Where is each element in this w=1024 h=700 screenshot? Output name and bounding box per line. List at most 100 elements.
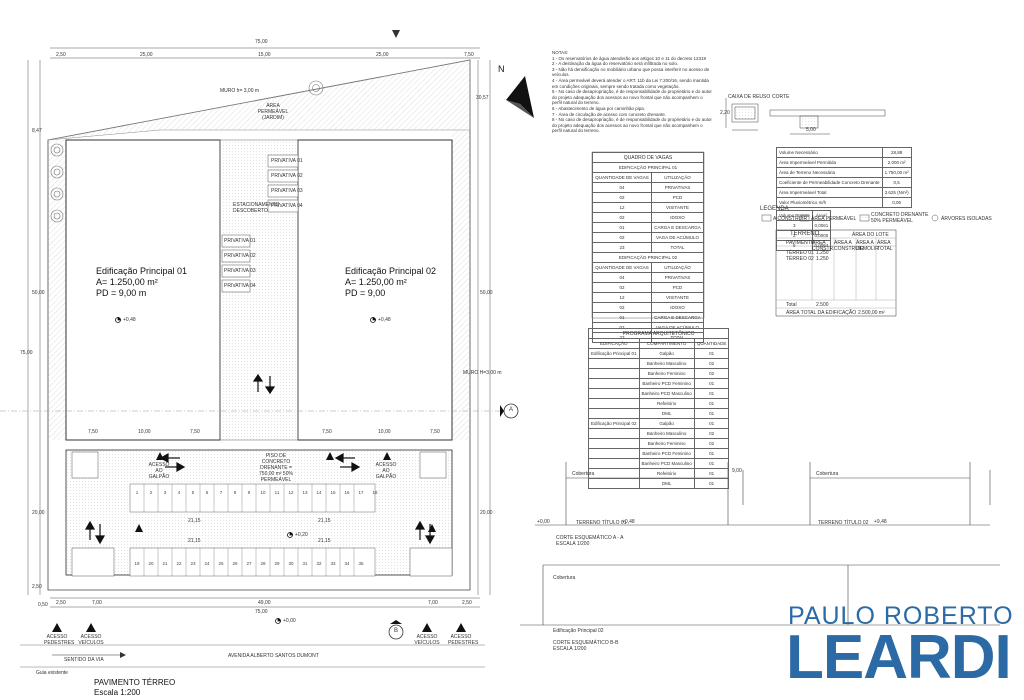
parking-number: 5 bbox=[192, 490, 195, 495]
quadro-vagas-table: QUADRO DE VAGAS EDIFICAÇÃO PRINCIPAL 01 … bbox=[592, 152, 705, 343]
guia-label: Guia existente bbox=[36, 670, 68, 676]
section-a-title: CORTE ESQUEMÁTICO A - A bbox=[556, 535, 624, 541]
dim-top-5: 7,50 bbox=[464, 52, 474, 58]
dim-left-6: 0,50 bbox=[38, 602, 48, 608]
parking-number: 2 bbox=[150, 490, 153, 495]
parking-number: 8 bbox=[234, 490, 237, 495]
access-label: ACESSO PEDESTRES bbox=[448, 634, 479, 646]
parking-number: 29 bbox=[274, 561, 280, 566]
parking-number: 6 bbox=[206, 490, 209, 495]
note-line: 4 - Área permeável deverá atender o ART.… bbox=[552, 77, 709, 89]
section-b-title: CORTE ESQUEMÁTICO B-B bbox=[553, 640, 619, 646]
terreno-footer-value: 2.500,00 m² bbox=[858, 310, 885, 316]
section-b-cobertura: Cobertura bbox=[553, 575, 576, 581]
dim-mid: 10,00 bbox=[138, 429, 151, 435]
parking-number: 7 bbox=[220, 490, 223, 495]
parking-number: 21 bbox=[162, 561, 168, 566]
section-level: +0,48 bbox=[622, 519, 635, 525]
section-level: +9,48 bbox=[874, 519, 887, 525]
guarita-left-label: ACESSO AO GALPÃO bbox=[148, 462, 170, 480]
col-header: QUANTIDADE DE VAGAS bbox=[592, 262, 652, 273]
note-line: 5 - No caso de desapropriação, é de resp… bbox=[552, 89, 712, 106]
dim-bottom-total: 75,00 bbox=[255, 609, 268, 615]
programa-title: PROGRAMA ARQUITETÔNICO bbox=[587, 328, 730, 339]
plan-scale: Escala 1:200 bbox=[94, 688, 141, 697]
dim-top-1: 2,50 bbox=[56, 52, 66, 58]
access-label: ACESSO PEDESTRES bbox=[44, 634, 75, 646]
parking-number: 16 bbox=[344, 490, 350, 495]
parking-number: 15 bbox=[330, 490, 336, 495]
dim-mid: 10,00 bbox=[378, 429, 391, 435]
col-header: EDIFICAÇÃO bbox=[588, 338, 640, 349]
direction-label: SENTIDO DA VIA bbox=[64, 657, 104, 663]
access-label: ACESSO VEÍCULOS bbox=[78, 634, 104, 646]
parking-number: 1 bbox=[136, 490, 139, 495]
detail-label-1: CAIXA DE REUSO bbox=[728, 94, 771, 100]
col-header: UTILIZAÇÃO bbox=[650, 172, 705, 183]
quadro-vagas-ed1: EDIFICAÇÃO PRINCIPAL 01 bbox=[592, 162, 704, 173]
legenda-title: LEGENDA bbox=[760, 206, 789, 212]
col-header: UTILIZAÇÃO bbox=[650, 262, 705, 273]
legenda-item: ÁREA PERMEÁVEL bbox=[811, 216, 857, 222]
section-terreno-label: TERRENO TÍTULO 02 bbox=[818, 520, 869, 526]
note-line: 2 - A destinação da água do reservatório… bbox=[552, 61, 679, 67]
parking-number: 14 bbox=[316, 490, 322, 495]
privativa-label: PRIVATIVA 03 bbox=[271, 188, 303, 194]
dim-left-total: 75,00 bbox=[20, 350, 33, 356]
brand-line-2: LEARDI bbox=[786, 623, 1012, 692]
parking-number: 25 bbox=[218, 561, 224, 566]
parking-number: 12 bbox=[288, 490, 294, 495]
dim-parking: 21,15 bbox=[188, 518, 201, 524]
terreno-col: PAVIMENTO bbox=[786, 240, 815, 246]
dim-top-2: 25,00 bbox=[140, 52, 153, 58]
dim-bottom-5: 2,50 bbox=[462, 600, 472, 606]
col-header: QUANTIDADE bbox=[693, 338, 730, 349]
section-a-scale: ESCALA 1/200 bbox=[556, 541, 590, 547]
dim-parking: 21,15 bbox=[318, 538, 331, 544]
street-name: AVENIDA ALBERTO SANTOS DUMONT bbox=[228, 653, 319, 659]
notes-block: NOTAS: 1 - Os reservatórios de água aten… bbox=[552, 50, 712, 134]
parking-number: 30 bbox=[288, 561, 294, 566]
north-label: N bbox=[498, 64, 505, 74]
privativa-label: PRIVATIVA 01 bbox=[271, 158, 303, 164]
dim-bottom-4: 7,00 bbox=[428, 600, 438, 606]
access-label: ACESSO VEÍCULOS bbox=[414, 634, 440, 646]
terreno-footer-label: ÁREA TOTAL DA EDIFICAÇÃO bbox=[786, 310, 857, 316]
north-arrow-icon bbox=[506, 76, 534, 118]
guarita-right-label: ACESSO AO GALPÃO bbox=[375, 462, 397, 480]
dim-right-muro: MURO H=3,00 m bbox=[463, 370, 502, 376]
quadro-vagas-ed2: EDIFICAÇÃO PRINCIPAL 02 bbox=[592, 252, 704, 263]
terreno-col: ÁREA A CONSTRUIR bbox=[834, 240, 864, 252]
terreno-row-label: TÉRREO 01 bbox=[786, 250, 814, 256]
building-1-name: Edificação Principal 01 bbox=[96, 266, 188, 276]
building-1-level: +0,48 bbox=[123, 317, 136, 323]
terreno-row-value: 1.250 bbox=[816, 256, 829, 262]
parking-number: 35 bbox=[358, 561, 364, 566]
dim-mid: 7,50 bbox=[322, 429, 332, 435]
privativa-label: PRIVATIVA 04 bbox=[224, 283, 256, 289]
quadro-vagas-title: QUADRO DE VAGAS bbox=[592, 152, 704, 163]
note-line: 3 - Não há densificação no mobiliário ur… bbox=[552, 66, 710, 78]
parking-number: 18 bbox=[372, 490, 378, 495]
dim-mid: 7,50 bbox=[430, 429, 440, 435]
note-line: 8 - No caso de desapropriação, é de resp… bbox=[552, 117, 712, 134]
dim-left-3: 8,47 bbox=[32, 128, 42, 134]
